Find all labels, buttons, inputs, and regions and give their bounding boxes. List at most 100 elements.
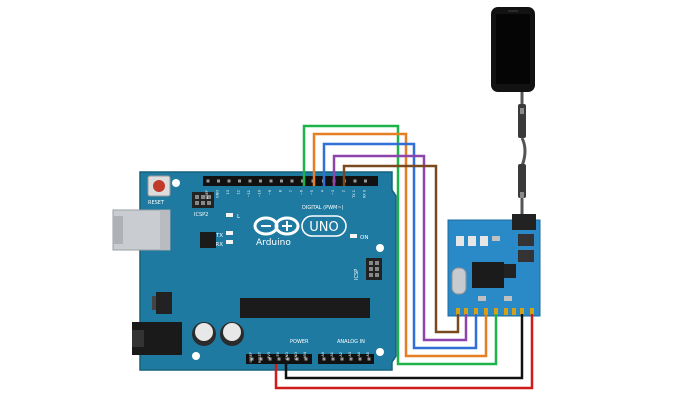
header-pin	[301, 179, 304, 183]
header-pin	[353, 179, 357, 183]
led-tx	[226, 231, 233, 235]
pin-label: 2	[342, 190, 346, 192]
module-pin	[530, 308, 534, 315]
arduino-logo	[253, 216, 300, 236]
header-pin	[364, 179, 367, 183]
capacitor	[220, 322, 244, 346]
module-chip	[504, 264, 516, 278]
wire-blue	[322, 142, 478, 350]
pin-label: A1	[330, 352, 334, 357]
header-pin	[286, 357, 290, 361]
header-pin	[250, 357, 254, 361]
audio-plug	[518, 164, 526, 198]
pin-label: 12	[237, 190, 241, 194]
pin-label: 13	[226, 190, 230, 194]
reset-label: RESET	[148, 200, 165, 206]
header-pin	[349, 357, 353, 361]
pin-label: A4	[357, 351, 361, 356]
analog-label: ANALOG IN	[337, 339, 365, 345]
pin-label: VIN	[303, 352, 307, 358]
module-pin	[484, 308, 488, 315]
wire-red	[274, 314, 534, 390]
analog-header	[318, 354, 374, 364]
icsp-label: ICSP	[354, 269, 360, 280]
header-pin	[280, 179, 283, 183]
led-tx-label: TX	[215, 233, 223, 239]
pin-label: GND	[294, 352, 298, 360]
voltage-regulator	[156, 292, 172, 314]
pin-label: ~10	[258, 190, 262, 197]
pin-label: ~5	[310, 190, 314, 195]
uno-badge	[301, 215, 347, 237]
header-pin	[259, 357, 263, 361]
module-pin-row	[456, 308, 534, 315]
module-led	[456, 236, 464, 246]
pin-label: AREF	[205, 190, 209, 199]
pin-label: TX 1	[352, 190, 356, 199]
header-pin	[277, 357, 281, 361]
header-pin	[367, 357, 371, 361]
power-jack	[132, 322, 182, 355]
pin-label: A5	[366, 352, 370, 357]
module-button[interactable]	[518, 234, 534, 246]
pin-label: IOREF	[249, 352, 253, 362]
logo-model: UNO	[309, 220, 338, 235]
header-pin	[259, 179, 262, 183]
module-pin	[464, 308, 468, 315]
module-pin	[456, 308, 460, 315]
header-pin	[290, 179, 294, 183]
header-pin	[227, 179, 231, 183]
audio-cable	[518, 92, 527, 214]
module-led	[468, 236, 476, 246]
icsp-header	[366, 258, 382, 280]
module-pin	[512, 308, 516, 315]
header-pin	[268, 357, 272, 361]
pin-label: 8	[279, 190, 283, 192]
wires	[274, 124, 534, 390]
pin-label: ~3	[331, 190, 335, 195]
module-pin	[474, 308, 478, 315]
arduino-uno-board: RESET ICSP 2 L TX RX Arduino UNO ON	[112, 171, 397, 371]
wire-orange	[312, 132, 488, 358]
pin-label: GND	[216, 190, 220, 198]
header-pin	[331, 357, 335, 361]
phone-speaker	[508, 10, 518, 12]
module-button[interactable]	[518, 250, 534, 262]
usb-connector	[112, 209, 171, 251]
wire-brown	[342, 164, 460, 334]
led-l-label: L	[237, 214, 241, 220]
usb-chip	[200, 232, 216, 248]
header-pin	[295, 357, 299, 361]
icsp2-header	[192, 192, 214, 208]
pin-label: RX 0	[363, 190, 367, 198]
reset-button[interactable]	[147, 175, 171, 197]
header-pin	[248, 179, 252, 183]
phone	[491, 7, 535, 92]
header-pin	[304, 357, 308, 361]
led-rx-label: RX	[215, 242, 223, 248]
module-pin	[504, 308, 508, 315]
led-on	[350, 234, 357, 238]
header-pin	[322, 357, 326, 361]
wire-green	[302, 124, 498, 366]
module-resistor	[504, 296, 512, 301]
wire-black	[284, 314, 524, 380]
module-led	[480, 236, 488, 246]
audio-module	[447, 214, 541, 317]
led-rx	[226, 240, 233, 244]
module-pin	[494, 308, 498, 315]
pin-label: ~9	[268, 190, 272, 195]
pin-label: ~11	[247, 190, 251, 197]
module-resistor	[478, 296, 486, 301]
on-label: ON	[360, 235, 368, 241]
regulator-tab	[152, 296, 156, 310]
header-pin	[269, 179, 273, 183]
power-label: POWER	[290, 339, 309, 345]
header-pin	[340, 357, 344, 361]
mount-hole	[192, 352, 200, 360]
pin-label: 3V3	[267, 352, 271, 359]
module-chip	[472, 262, 504, 288]
logo-brand: Arduino	[256, 238, 291, 248]
